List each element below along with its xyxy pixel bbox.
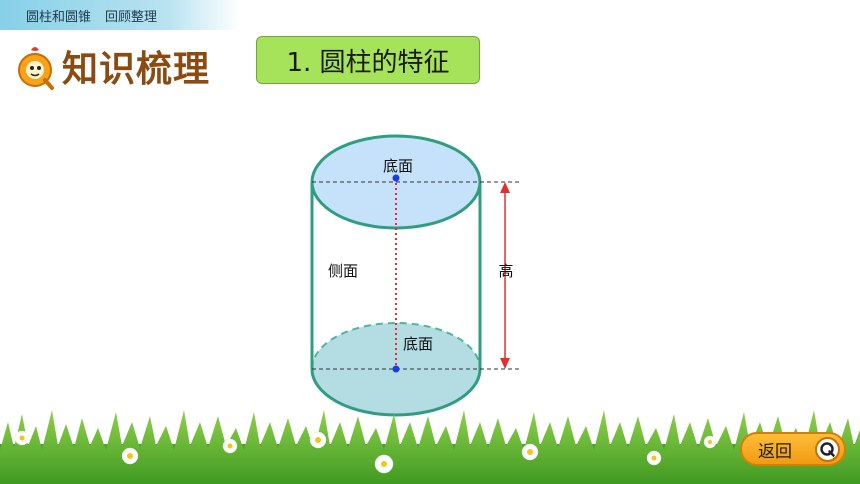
bottom-base-label: 底面 — [403, 335, 433, 353]
breadcrumb: 圆柱和圆锥 回顾整理 — [0, 0, 240, 30]
bottom-base-front — [310, 368, 482, 417]
bottom-center-dot — [392, 365, 400, 373]
side-label: 侧面 — [328, 262, 358, 280]
height-label: 高 — [498, 262, 513, 280]
grass-decoration — [0, 410, 860, 484]
mascot-logo-icon — [18, 47, 54, 90]
bottom-base-back — [311, 322, 481, 370]
q-logo-icon — [815, 437, 840, 462]
topic-title: 1. 圆柱的特征 — [256, 36, 480, 84]
section-title: 知识梳理 — [62, 48, 211, 90]
back-button[interactable]: 返回 — [740, 432, 846, 466]
top-center-dot — [392, 174, 400, 182]
back-button-label: 返回 — [758, 441, 792, 462]
breadcrumb-chapter: 圆柱和圆锥 — [26, 9, 92, 25]
logo — [14, 44, 58, 92]
height-arrow-bottom — [500, 358, 510, 369]
breadcrumb-lesson: 回顾整理 — [105, 9, 158, 25]
height-arrow-top — [500, 182, 510, 193]
top-base-label: 底面 — [383, 157, 413, 175]
